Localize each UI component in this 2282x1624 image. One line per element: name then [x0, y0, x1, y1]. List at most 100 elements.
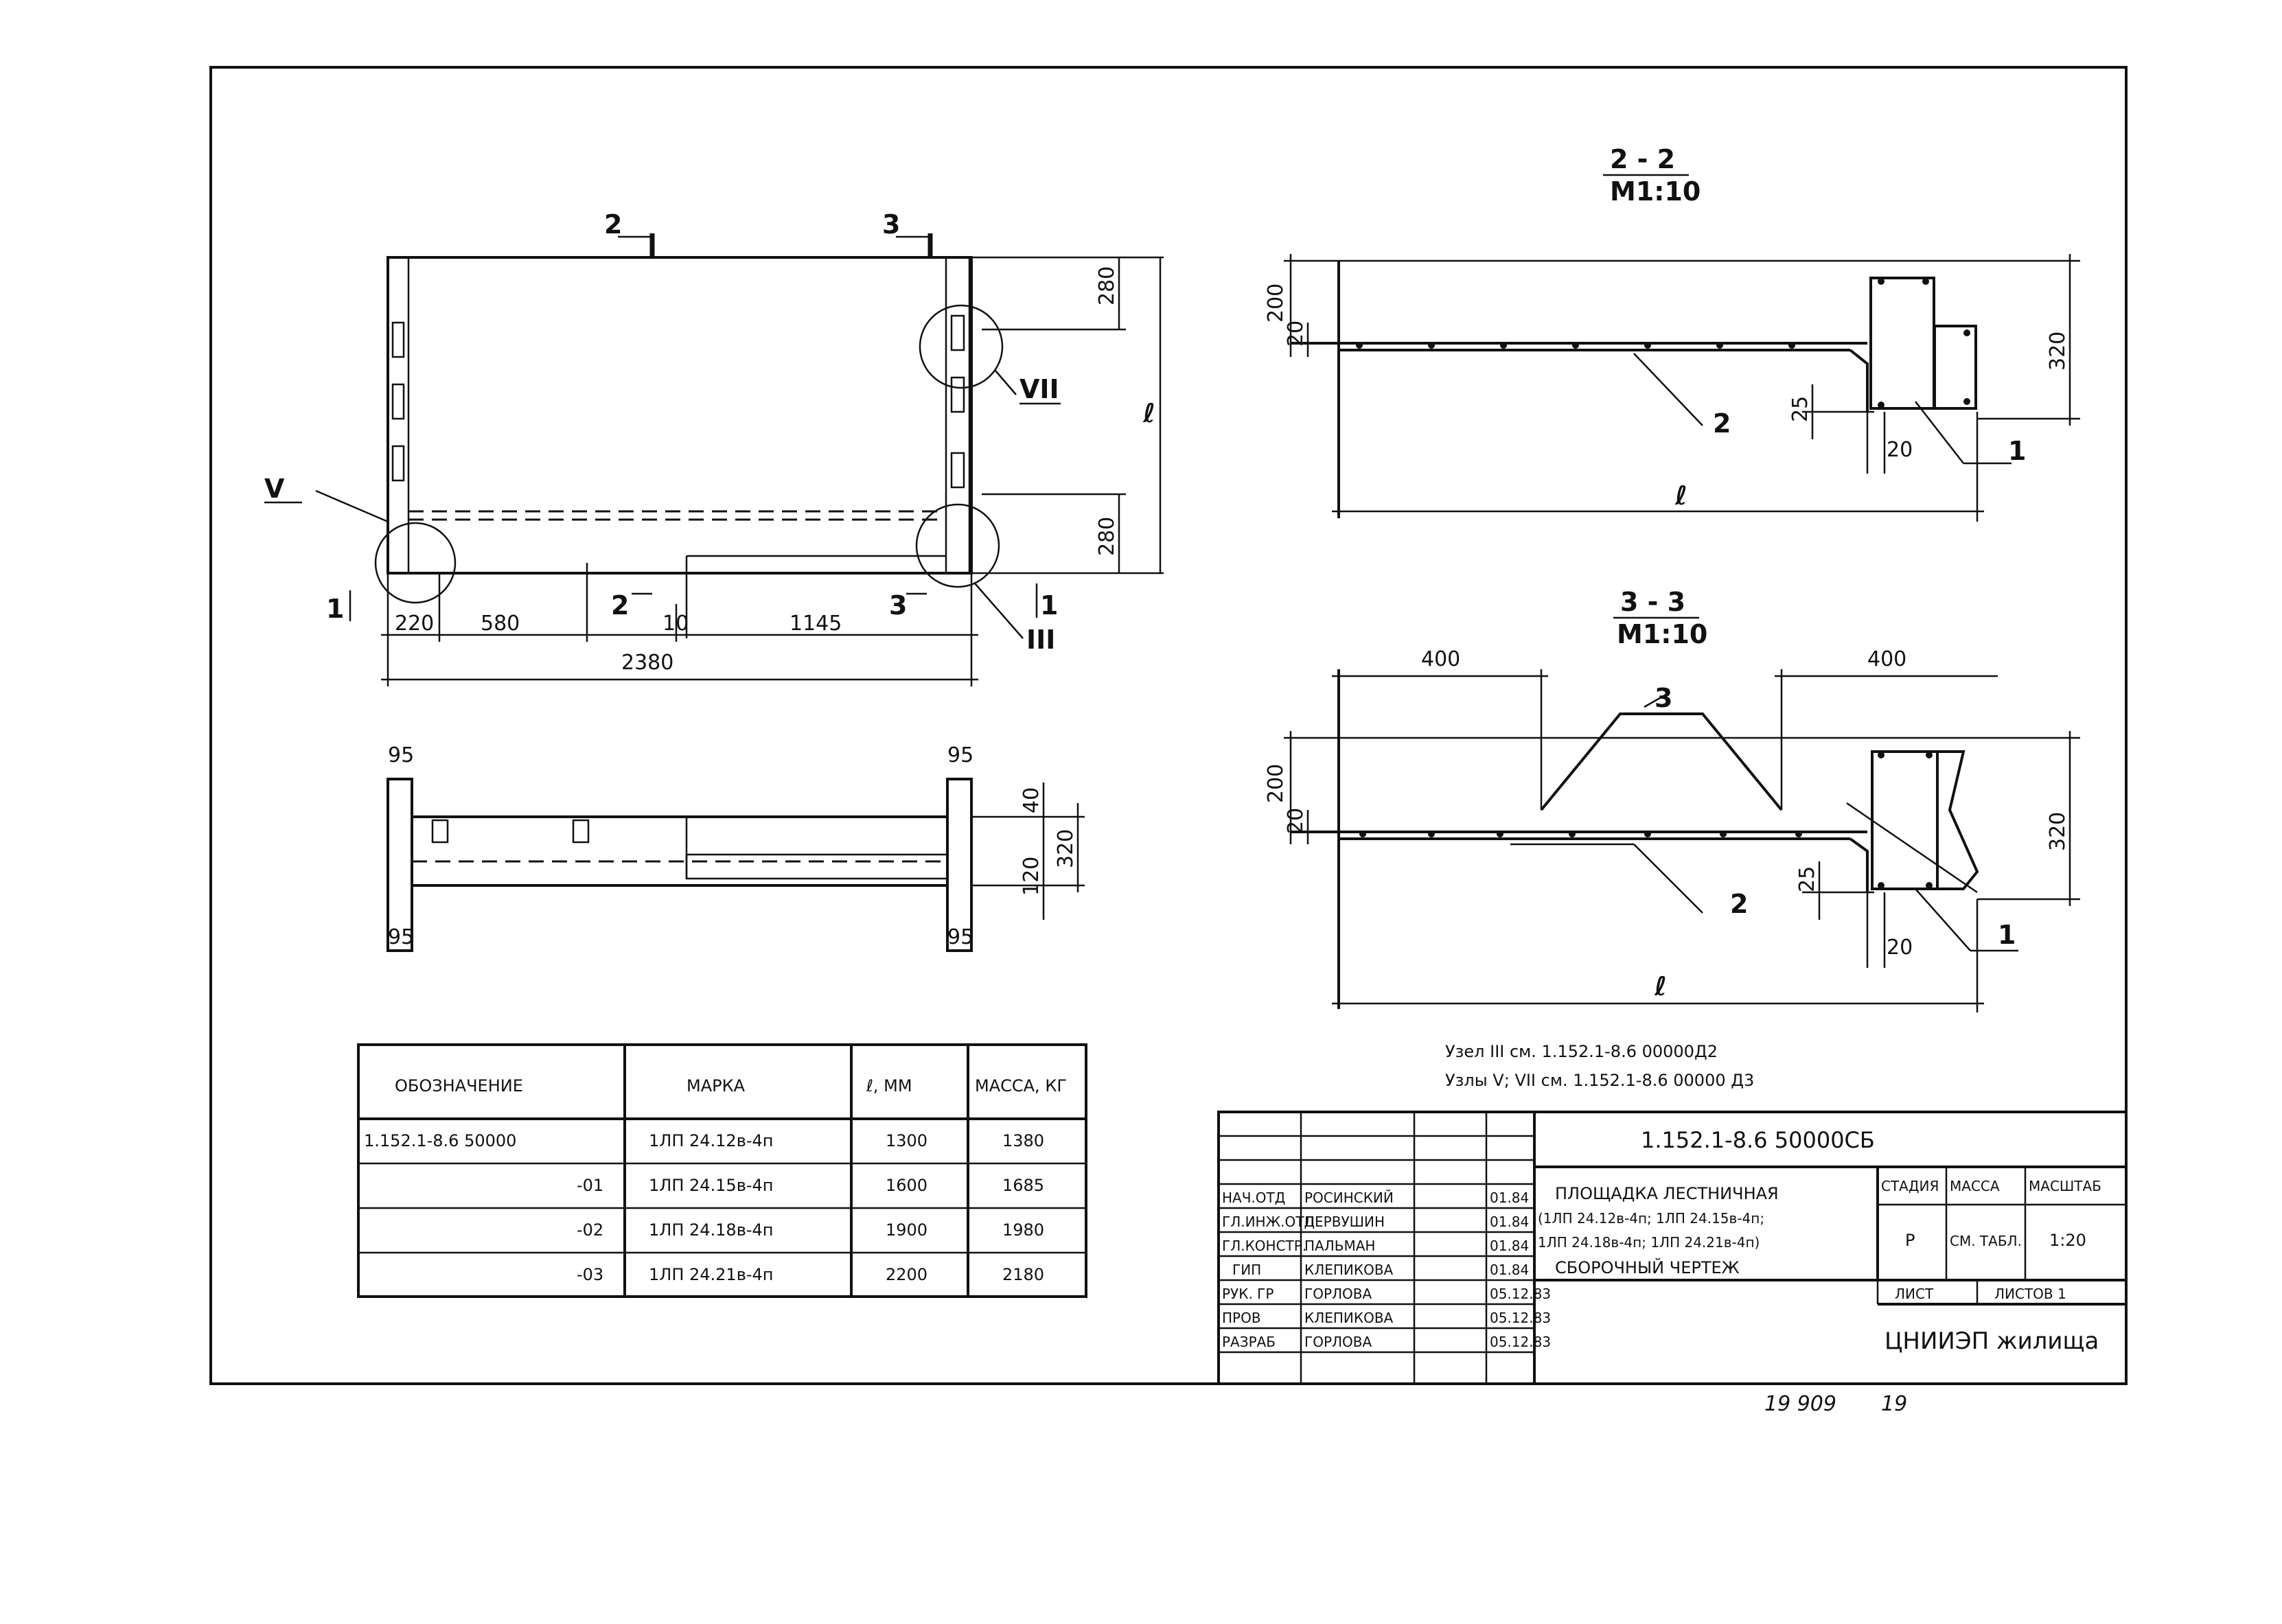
staff-date-6: 05.12.83: [1490, 1310, 1551, 1326]
footer-inventory: 19 909: [1764, 1392, 1836, 1416]
section-3-callout-2: 2: [1730, 889, 1748, 919]
title-mass-value: СМ. ТАБЛ.: [1950, 1233, 2022, 1249]
title-mass-label: МАССА: [1950, 1178, 2000, 1194]
title-doc-code: 1.152.1-8.6 50000СБ: [1641, 1127, 1875, 1153]
spec-row-2-designation: -01: [577, 1176, 603, 1195]
spec-row-1-mass: 1380: [1002, 1131, 1044, 1150]
section-3-callout-3: 3: [1655, 683, 1672, 713]
spec-header-length: ℓ, ММ: [866, 1076, 912, 1095]
plan-view: 2 3 280 ℓ 280 V VII III 1 2 3 1: [264, 209, 1164, 686]
section-3-dim-400-right: 400: [1867, 647, 1906, 671]
spec-table: ОБОЗНАЧЕНИЕ МАРКА ℓ, ММ МАССА, КГ 1.152.…: [357, 1043, 1087, 1298]
plan-cut-2-bottom: 2: [611, 590, 629, 620]
plan-dim-220: 220: [395, 612, 434, 636]
plan-cut-3-top: 3: [882, 209, 900, 240]
title-scale-label: МАСШТАБ: [2029, 1178, 2101, 1194]
staff-role-7: РАЗРАБ: [1222, 1334, 1276, 1350]
staff-role-2: ГЛ.ИНЖ.ОТД: [1222, 1214, 1315, 1230]
section-2-callout-2: 2: [1713, 408, 1731, 439]
sheet-frame: [209, 66, 2128, 1385]
spec-row-4-designation: -03: [577, 1265, 603, 1284]
spec-row-1-length: 1300: [886, 1131, 927, 1150]
staff-date-2: 01.84: [1490, 1214, 1529, 1230]
section-2-dim-20: 20: [1284, 321, 1308, 347]
title-name-line2: (1ЛП 24.12в-4п; 1ЛП 24.15в-4п;: [1538, 1210, 1764, 1227]
spec-row-4-length: 2200: [886, 1265, 927, 1284]
title-name-line3: 1ЛП 24.18в-4п; 1ЛП 24.21в-4п): [1538, 1234, 1760, 1251]
elev-dim-40: 40: [1019, 787, 1044, 813]
spec-row-3-designation: -02: [577, 1220, 603, 1240]
staff-role-4: ГИП: [1232, 1262, 1261, 1278]
plan-cut-1-left: 1: [326, 594, 344, 624]
title-org: ЦНИИЭП жилища: [1885, 1327, 2099, 1355]
staff-name-1: РОСИНСКИЙ: [1304, 1190, 1394, 1206]
section-3-callout-1: 1: [1998, 920, 2016, 950]
section-2-dim-20b: 20: [1887, 438, 1913, 462]
footer-page: 19: [1881, 1392, 1907, 1416]
section-2-title: 2 - 2: [1610, 144, 1675, 174]
staff-role-3: ГЛ.КОНСТР.: [1222, 1238, 1306, 1254]
spec-row-1-mark: 1ЛП 24.12в-4п: [649, 1131, 773, 1150]
section-3-title: 3 - 3: [1620, 587, 1685, 617]
spec-header-mark: МАРКА: [687, 1076, 746, 1095]
spec-row-2-mass: 1685: [1002, 1176, 1044, 1195]
section-2-2: 2 - 2 М1:10 200 20 320 25 20: [1264, 144, 2080, 522]
spec-row-2-mark: 1ЛП 24.15в-4п: [649, 1176, 773, 1195]
staff-role-6: ПРОВ: [1222, 1310, 1261, 1326]
plan-dim-580: 580: [481, 612, 520, 636]
title-name-line1: ПЛОЩАДКА ЛЕСТНИЧНАЯ: [1555, 1184, 1779, 1203]
section-3-dim-320: 320: [2046, 812, 2070, 851]
title-sheet-label: ЛИСТ: [1895, 1286, 1934, 1302]
spec-row-4-mass: 2180: [1002, 1265, 1044, 1284]
elev-dim-95-bl: 95: [388, 925, 414, 949]
section-3-dim-l: ℓ: [1654, 971, 1667, 1001]
title-name-line4: СБОРОЧНЫЙ ЧЕРТЕЖ: [1555, 1257, 1740, 1277]
staff-role-5: РУК. ГР: [1222, 1286, 1273, 1302]
spec-header-mass: МАССА, КГ: [975, 1076, 1067, 1095]
note-node-iii: Узел III см. 1.152.1-8.6 00000Д2: [1445, 1042, 1718, 1061]
section-2-dim-25: 25: [1788, 396, 1812, 422]
title-scale-value: 1:20: [2049, 1231, 2086, 1250]
plan-dim-l: ℓ: [1142, 398, 1155, 428]
plan-node-iii: III: [1026, 625, 1055, 655]
section-3-dim-20: 20: [1284, 808, 1308, 834]
spec-row-3-length: 1900: [886, 1220, 927, 1240]
plan-cut-3-bottom: 3: [889, 590, 907, 620]
staff-name-6: КЛЕПИКОВА: [1304, 1310, 1394, 1326]
section-2-scale: М1:10: [1610, 176, 1701, 207]
elev-dim-95-br: 95: [947, 925, 973, 949]
plan-node-v: V: [264, 474, 285, 504]
elev-dim-120: 120: [1019, 857, 1044, 896]
spec-row-1-designation: 1.152.1-8.6 50000: [364, 1131, 516, 1150]
node-iii-circle: [915, 503, 1000, 588]
staff-name-3: ПАЛЬМАН: [1304, 1238, 1375, 1254]
node-vii-circle: [919, 304, 1004, 389]
staff-role-1: НАЧ.ОТД: [1222, 1190, 1285, 1206]
section-3-3: 3 - 3 М1:10 400 400 200 20: [1264, 587, 2080, 1012]
section-2-dim-200: 200: [1264, 283, 1288, 323]
spec-row-3-mass: 1980: [1002, 1220, 1044, 1240]
plan-outline: [387, 256, 973, 575]
plan-dim-1145: 1145: [790, 612, 842, 636]
staff-date-4: 01.84: [1490, 1262, 1529, 1278]
section-3-dim-25: 25: [1795, 866, 1819, 892]
title-stage-label: СТАДИЯ: [1881, 1178, 1939, 1194]
plan-node-vii: VII: [1019, 374, 1059, 404]
section-2-callout-1: 1: [2008, 436, 2026, 466]
staff-name-2: ПЕРВУШИН: [1304, 1214, 1385, 1230]
elev-dim-95-tl: 95: [388, 743, 414, 767]
title-block: НАЧ.ОТД РОСИНСКИЙ 01.84 ГЛ.ИНЖ.ОТД ПЕРВУ…: [1217, 1111, 2128, 1385]
note-nodes-v-vii: Узлы V; VII см. 1.152.1-8.6 00000 Д3: [1445, 1071, 1754, 1090]
spec-row-4-mark: 1ЛП 24.21в-4п: [649, 1265, 773, 1284]
staff-date-7: 05.12.83: [1490, 1334, 1551, 1350]
plan-cut-2-top: 2: [604, 209, 622, 240]
section-3-loop-bar-3: [1540, 712, 1783, 811]
staff-date-5: 05.12.83: [1490, 1286, 1551, 1302]
plan-cut-1-right: 1: [1040, 590, 1058, 620]
title-sheets-label: ЛИСТОВ 1: [1994, 1286, 2066, 1302]
node-v-circle: [374, 522, 457, 604]
staff-name-5: ГОРЛОВА: [1304, 1286, 1372, 1302]
section-2-dim-l: ℓ: [1674, 480, 1687, 511]
title-stage-value: Р: [1905, 1231, 1915, 1250]
